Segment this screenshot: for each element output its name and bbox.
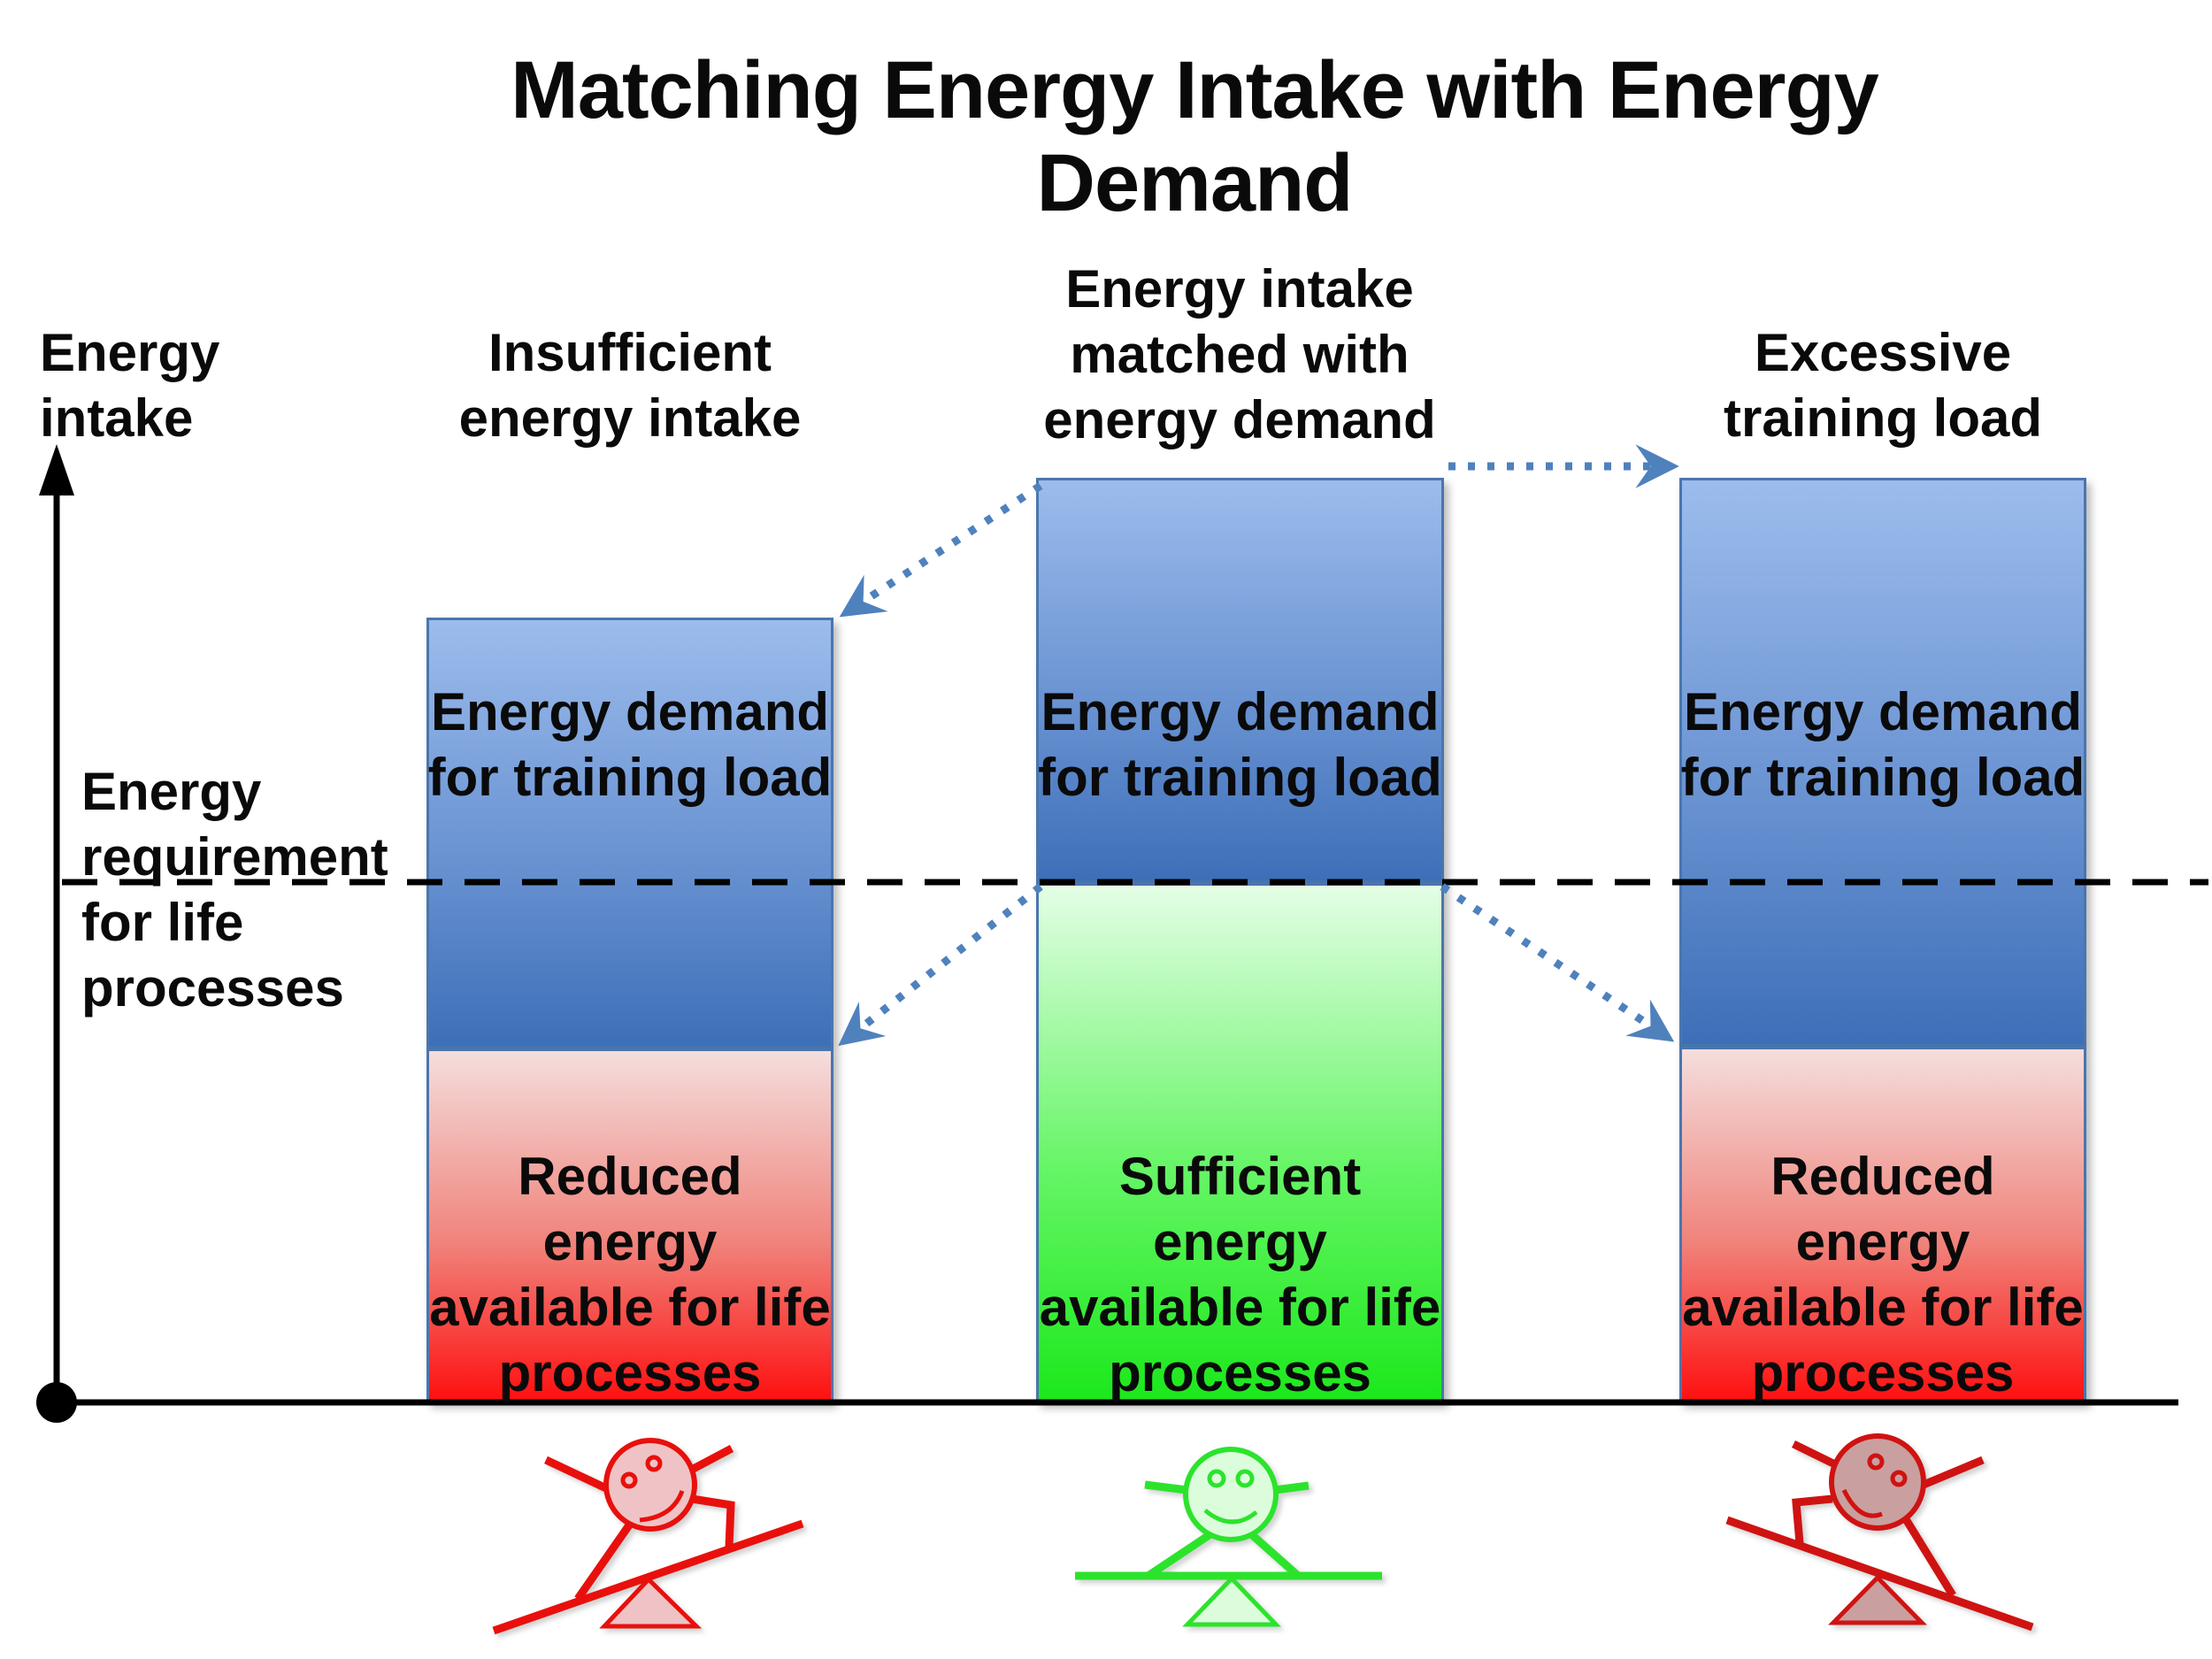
figure-eye xyxy=(1235,1469,1255,1488)
column-header-matched: Energy intake matched with energy demand xyxy=(992,257,1487,453)
arrow-matched-to-insufficient-top xyxy=(839,482,1043,618)
reference-label-line1: Energy xyxy=(81,762,262,821)
box-label-line: for training load xyxy=(1038,748,1442,807)
label-sufficient-energy: Sufficient energy available for life pro… xyxy=(1036,1144,1444,1406)
box-label-line: processes xyxy=(1109,1343,1371,1402)
figure-eye xyxy=(620,1471,638,1489)
figure-eye xyxy=(1890,1470,1908,1487)
header-line: matched with xyxy=(1070,325,1409,384)
box-label-line: available for life xyxy=(1682,1278,2084,1337)
label-energy-demand-2: Energy demand for training load xyxy=(1036,680,1444,810)
y-axis-label-line2: intake xyxy=(40,388,194,448)
bar-excessive-reduced-energy xyxy=(1679,1047,2086,1402)
box-label-line: available for life xyxy=(1039,1278,1441,1337)
figure-frown xyxy=(1841,1488,1883,1518)
seesaw-beam xyxy=(1725,1516,2034,1632)
y-axis-arrowhead-icon xyxy=(39,444,74,495)
figure-eye xyxy=(1867,1453,1885,1471)
figure-arm xyxy=(1274,1481,1310,1494)
header-line: Insufficient xyxy=(488,323,772,382)
bar-matched-sufficient-energy xyxy=(1036,883,1444,1402)
reference-label-line3: for life xyxy=(81,893,244,952)
figure-eye xyxy=(645,1455,663,1472)
page-title: Matching Energy Intake with Energy Deman… xyxy=(511,45,1879,228)
arrow-matched-to-insufficient-boundary xyxy=(838,883,1043,1047)
figure-limb xyxy=(691,1494,735,1548)
box-label-line: for training load xyxy=(1680,748,2085,807)
figure-arm xyxy=(1922,1455,1985,1489)
figure-eye xyxy=(1207,1469,1226,1488)
column-header-insufficient: Insufficient energy intake xyxy=(382,320,878,451)
label-energy-demand-1: Energy demand for training load xyxy=(426,680,833,810)
header-line: training load xyxy=(1724,388,2042,448)
figure-smile xyxy=(1203,1509,1258,1525)
figure-leg xyxy=(1902,1517,1956,1598)
reference-label-line4: processes xyxy=(81,958,344,1018)
label-energy-demand-3: Energy demand for training load xyxy=(1679,680,2086,810)
bar-insufficient-reduced-energy xyxy=(426,1048,833,1402)
arrow-matched-to-excessive-boundary xyxy=(1440,883,1675,1042)
box-label-line: processes xyxy=(1751,1343,2015,1402)
header-line: Energy intake xyxy=(1065,259,1414,319)
figure-leg xyxy=(1247,1529,1300,1578)
seesaw-figure-excessive xyxy=(1725,1433,2034,1632)
column-header-excessive: Excessive training load xyxy=(1635,320,2131,451)
header-line: energy intake xyxy=(458,388,802,448)
seesaw-fulcrum xyxy=(599,1576,703,1629)
box-label-line: Energy demand xyxy=(1041,682,1440,741)
bar-excessive-energy-demand xyxy=(1679,478,2086,1047)
figure-head xyxy=(603,1438,697,1532)
reference-line-label: Energy requirement for life processes xyxy=(81,759,400,1021)
label-reduced-energy-2: Reduced energy available for life proces… xyxy=(1679,1144,2086,1406)
box-label-line: available for life xyxy=(429,1278,831,1337)
figure-limb xyxy=(1792,1494,1833,1544)
y-axis-label-line1: Energy xyxy=(40,323,220,382)
bar-insufficient-energy-demand xyxy=(426,618,833,1048)
box-label-line: Sufficient energy xyxy=(1118,1147,1362,1271)
seesaw-figure-matched xyxy=(1075,1447,1382,1627)
label-reduced-energy-1: Reduced energy available for life proces… xyxy=(426,1144,833,1406)
box-label-line: Energy demand xyxy=(1683,682,2083,741)
y-axis-label: Energy intake xyxy=(40,320,323,451)
figure-leg xyxy=(1147,1529,1216,1578)
box-label-line: Reduced energy xyxy=(518,1147,742,1271)
seesaw-fulcrum xyxy=(1182,1575,1281,1627)
reference-label-line2: requirement xyxy=(81,827,388,887)
header-line: Excessive xyxy=(1754,323,2012,382)
figure-arm xyxy=(1144,1480,1187,1494)
box-label-line: Energy demand xyxy=(430,682,830,741)
box-label-line: for training load xyxy=(427,748,833,807)
header-line: energy demand xyxy=(1043,390,1436,449)
seesaw-fulcrum xyxy=(1828,1574,1927,1625)
box-label-line: Reduced energy xyxy=(1770,1147,1995,1271)
figure-frown xyxy=(639,1490,685,1523)
figure-arm xyxy=(544,1455,608,1493)
figure-leg xyxy=(574,1517,636,1601)
figure-head xyxy=(1183,1447,1279,1542)
box-label-line: processes xyxy=(498,1343,762,1402)
origin-dot xyxy=(36,1382,77,1423)
seesaw-figure-insufficient xyxy=(492,1438,804,1635)
figure-arm xyxy=(1792,1440,1842,1471)
